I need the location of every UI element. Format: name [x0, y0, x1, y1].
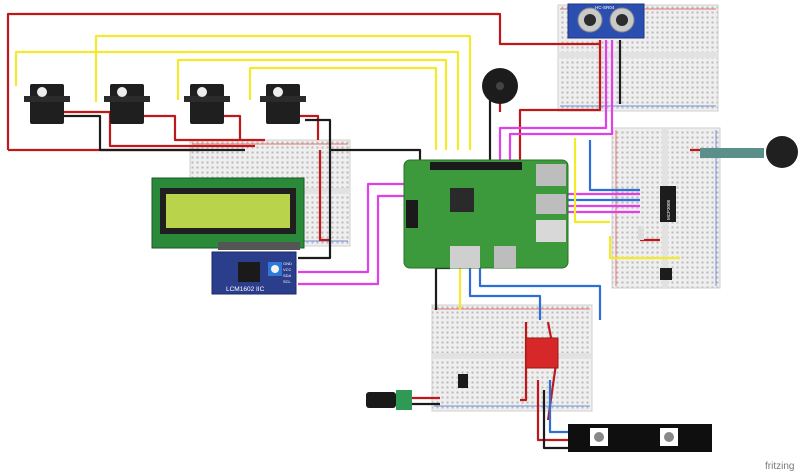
wire-servo3-red	[220, 114, 242, 140]
servo-3	[184, 84, 230, 124]
wire-blue-down-2	[478, 262, 602, 320]
wire-black-down	[434, 266, 450, 310]
wire-servo1-red	[60, 110, 255, 148]
lcd-pin-scl: SCL	[283, 279, 292, 284]
wire-hc-trig	[498, 40, 608, 162]
wire-magenta-sda	[298, 182, 420, 274]
servo-2	[104, 84, 150, 124]
wire-yellow-right	[573, 138, 610, 224]
wire-servo4-black	[305, 118, 332, 150]
lcd-1602-display	[151, 177, 305, 250]
wire-strip-red	[536, 380, 572, 442]
mcp3008-label: MCP3008	[666, 199, 671, 220]
temperature-sensor	[458, 374, 468, 388]
mcp3008-chip: MCP3008	[660, 186, 676, 222]
lcd-pin-gnd: GND	[283, 261, 292, 266]
wire-magenta-scl	[298, 194, 420, 286]
rgb-led	[638, 226, 644, 240]
wire-strip-black	[542, 390, 572, 450]
lcd-pin-sda: SDA	[283, 273, 292, 278]
wire-blue-down	[468, 262, 542, 320]
dc-power-jack	[366, 390, 412, 410]
ultrasonic-sensor: HC-SR04	[567, 3, 645, 39]
lcd-adapter-label: LCM1602 IIC	[226, 286, 265, 293]
wire-black-gnd	[330, 148, 422, 160]
breadboard-bottom	[431, 304, 593, 412]
servo-1	[24, 84, 70, 124]
wire-hc-red	[518, 40, 602, 162]
led-strip	[568, 424, 712, 452]
wire-red-top	[6, 12, 600, 150]
servo-4	[260, 84, 306, 124]
raspberry-pi-board	[403, 159, 569, 269]
wires	[6, 12, 740, 450]
push-button	[660, 268, 672, 280]
wire-red-lcd	[318, 150, 330, 242]
wire-yellow-1	[94, 34, 472, 150]
lcd-pin-vcc: VCC	[283, 267, 292, 272]
ultrasonic-label: HC-SR04	[595, 5, 615, 10]
wire-strip-data	[548, 380, 572, 434]
wire-hc-echo	[508, 40, 614, 162]
wire-blue-top	[588, 140, 640, 192]
level-shifter	[525, 337, 559, 369]
wire-yellow-2	[14, 50, 460, 150]
wire-servo4-red	[300, 114, 320, 140]
wire-servo2-red	[140, 114, 265, 142]
wire-servo1-black	[60, 114, 245, 152]
force-sensor	[700, 136, 798, 168]
wire-yellow-3	[176, 58, 448, 150]
wire-black-lcd	[298, 150, 332, 260]
buzzer	[482, 68, 518, 104]
lcd-i2c-adapter: LCM1602 IIC GND VCC SDA SCL	[211, 251, 297, 295]
fritzing-watermark: fritzing	[765, 461, 794, 472]
wire-yellow-btn	[608, 236, 680, 260]
wire-yellow-4	[248, 66, 438, 150]
